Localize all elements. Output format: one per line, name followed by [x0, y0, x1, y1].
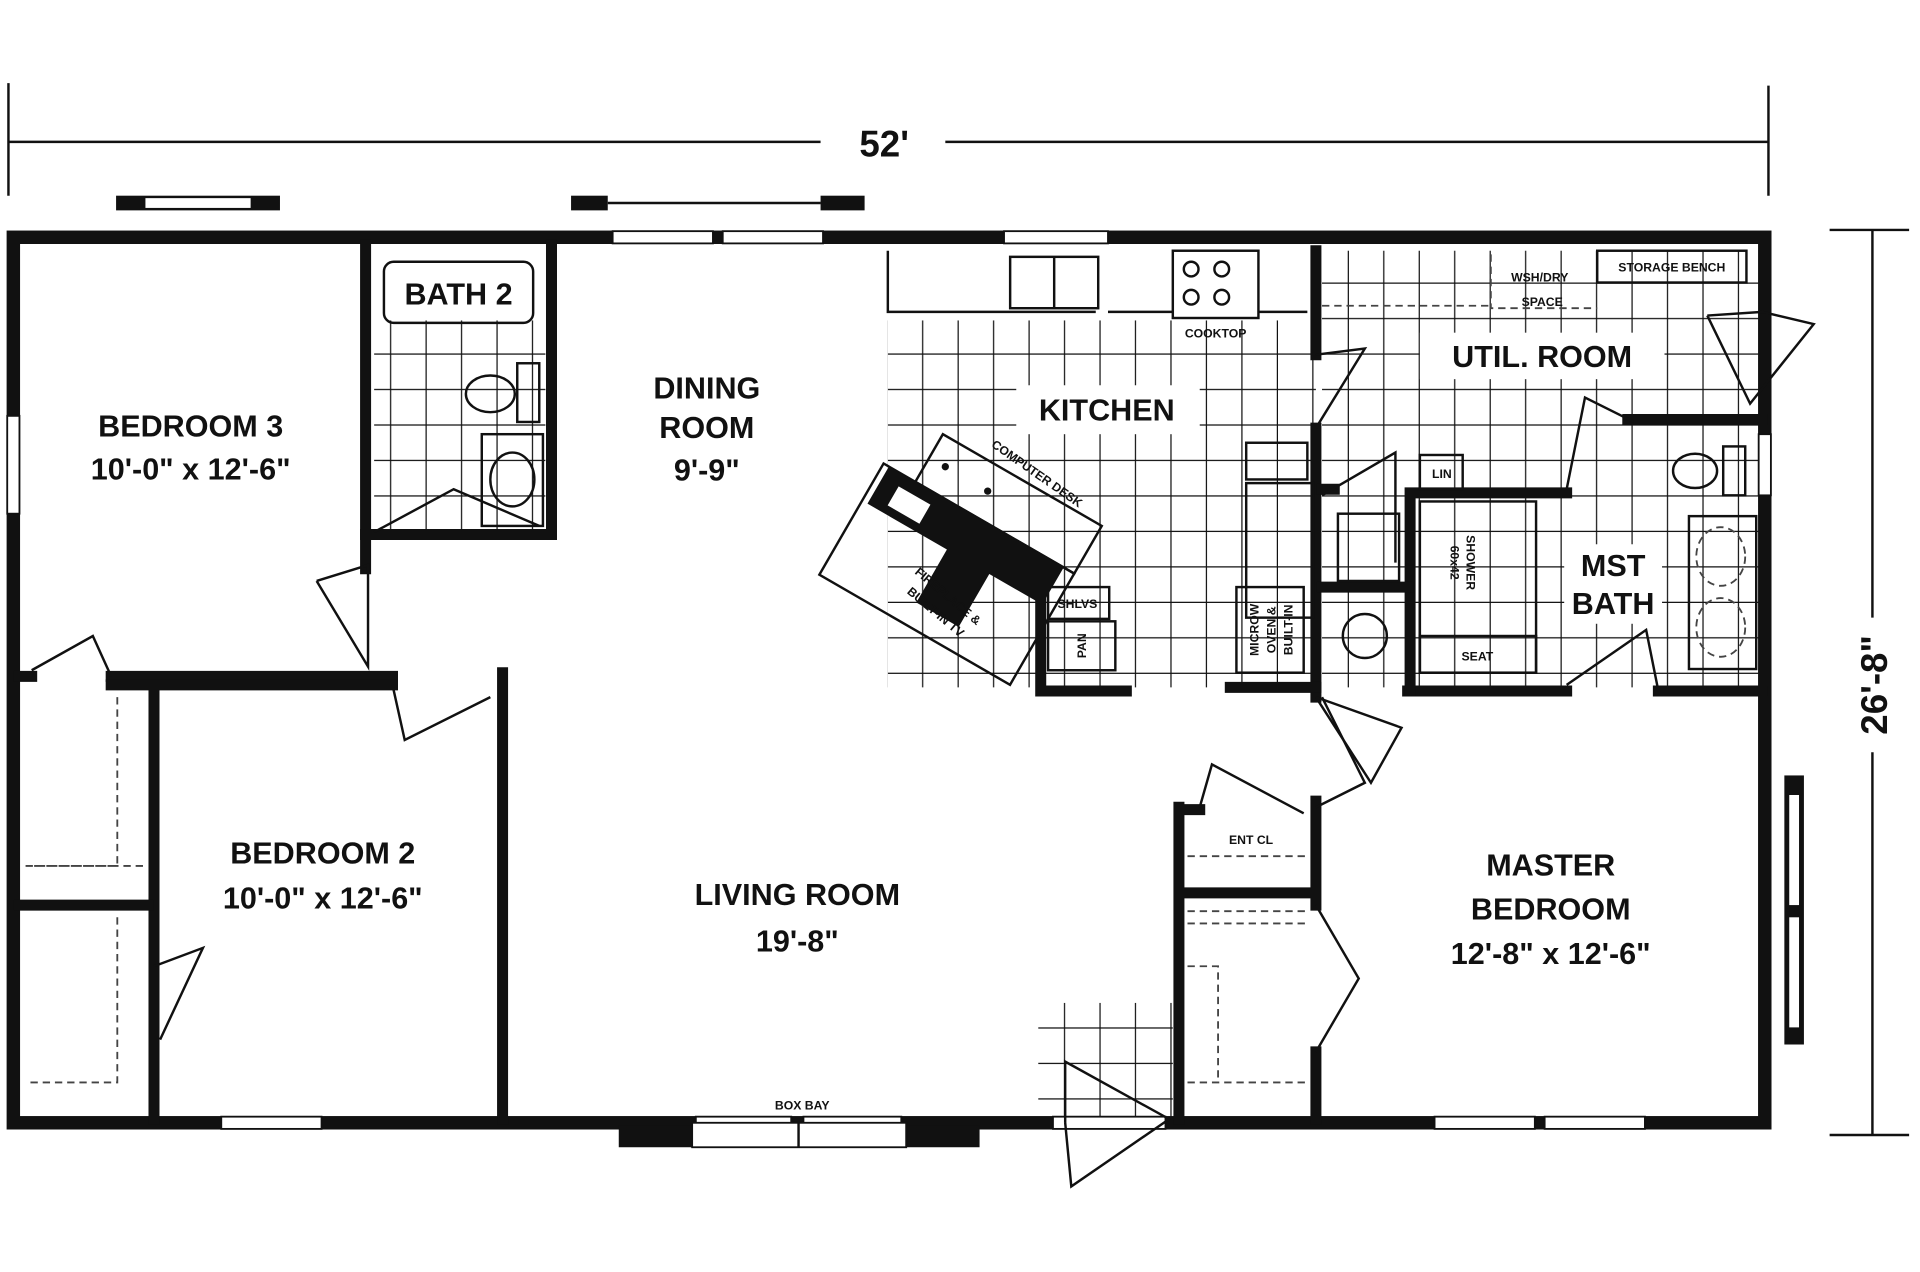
- depth-dimension: 26'-8": [1829, 228, 1910, 1137]
- microwave-label3: BUILT-IN: [1282, 605, 1296, 656]
- bedroom3-size: 10'-0" x 12'-6": [91, 452, 291, 486]
- shower-label2: SHOWER: [1463, 535, 1477, 590]
- shlvs-label: SHLVS: [1057, 597, 1097, 611]
- bathtub-bath2: [382, 260, 535, 325]
- kitchen-name: KITCHEN: [1039, 394, 1175, 428]
- refrigerator-icon: [1244, 481, 1315, 619]
- cooktop-label: COOKTOP: [1185, 327, 1247, 341]
- bath2-tile: [374, 320, 546, 531]
- seat-label: SEAT: [1462, 649, 1494, 663]
- master-name2: BEDROOM: [1471, 893, 1631, 927]
- pan-label: PAN: [1075, 633, 1089, 658]
- microwave-label2: OVEN &: [1265, 606, 1279, 653]
- living-size: 19'-8": [756, 925, 839, 959]
- master-name1: MASTER: [1486, 849, 1615, 883]
- entry-tile: [1038, 1002, 1173, 1120]
- living-name: LIVING ROOM: [695, 878, 900, 912]
- fixtures: [382, 249, 1758, 687]
- master-size: 12'-8" x 12'-6": [1451, 937, 1651, 971]
- cooktop-icon: [1171, 249, 1260, 320]
- closet-shelves: [25, 254, 1598, 1084]
- interior-walls: [13, 239, 1768, 1125]
- shower-label1: 60x42: [1447, 546, 1461, 580]
- toilet-icon: [464, 374, 517, 414]
- exterior-markers: [116, 195, 1804, 1045]
- depth-label: 26'-8": [1854, 635, 1895, 735]
- bedroom3-name: BEDROOM 3: [98, 410, 283, 444]
- lin-label: LIN: [1432, 467, 1452, 481]
- toilet-mst-icon: [1671, 452, 1719, 490]
- dining-name1: DINING: [653, 372, 760, 406]
- width-label: 52': [859, 124, 909, 165]
- box-bay-right: [906, 1125, 980, 1148]
- box-bay-left: [618, 1125, 693, 1148]
- kitchen-tile: [887, 320, 1316, 688]
- microwave-label1: MICROW: [1247, 603, 1261, 656]
- bath2-name: BATH 2: [404, 278, 512, 312]
- door-swings: [31, 310, 1816, 1189]
- wd-space-label2: SPACE: [1522, 295, 1563, 309]
- bedroom2-size: 10'-0" x 12'-6": [223, 882, 423, 916]
- width-dimension: 52': [7, 83, 1770, 196]
- util-name: UTIL. ROOM: [1452, 340, 1632, 374]
- storage-bench-label: STORAGE BENCH: [1618, 261, 1725, 275]
- bedroom2-name: BEDROOM 2: [230, 836, 415, 870]
- dining-name2: ROOM: [659, 411, 754, 445]
- wd-space-label1: WSH/DRY: [1511, 270, 1568, 284]
- mst-bath-name1: MST: [1581, 549, 1646, 583]
- room-labels: BEDROOM 3 10'-0" x 12'-6" BATH 2 DINING …: [91, 278, 1665, 971]
- dining-size: 9'-9": [674, 454, 740, 488]
- fireplace-desk: [817, 432, 1104, 687]
- washer-icon: [1336, 512, 1401, 583]
- double-sink-icon: [1687, 514, 1758, 671]
- toilet-util-icon: [1341, 612, 1389, 660]
- box-bay-label: BOX BAY: [775, 1098, 830, 1112]
- mst-bath-name2: BATH: [1572, 587, 1655, 621]
- ent-cl-label: ENT CL: [1229, 833, 1274, 847]
- sink-icon: [480, 432, 545, 528]
